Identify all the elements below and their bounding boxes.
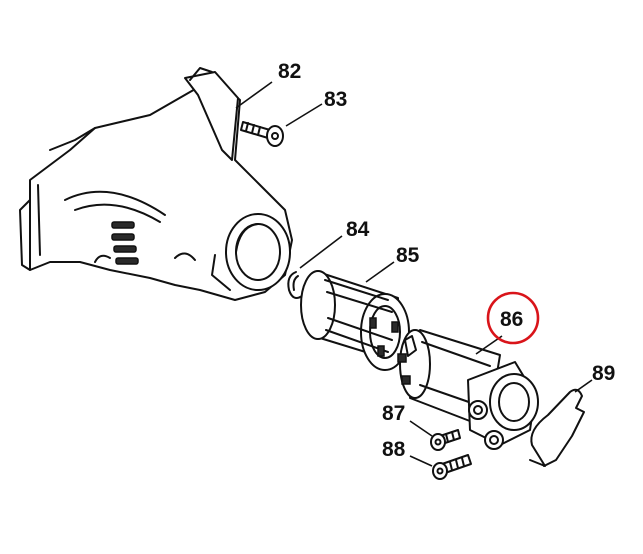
part-87-screw[interactable] [430,429,461,451]
callout-89[interactable]: 89 [592,362,615,385]
callout-82[interactable]: 82 [278,60,301,83]
part-86-tube[interactable] [397,329,539,450]
callout-88[interactable]: 88 [382,438,406,461]
callout-85[interactable]: 85 [396,244,420,267]
part-85-sleeve[interactable] [300,270,410,371]
callout-83[interactable]: 83 [324,88,347,111]
part-83-screw[interactable] [240,121,284,147]
callout-86[interactable]: 86 [500,308,523,331]
part-89-clip[interactable] [529,388,585,467]
leader-lines [235,81,593,467]
part-82-housing[interactable] [19,67,293,301]
callout-84[interactable]: 84 [346,218,370,241]
part-84-ring[interactable] [287,271,303,299]
vent-slots-icon [111,221,139,265]
highlight-circle [486,291,540,345]
callout-87[interactable]: 87 [382,402,405,425]
part-88-screw[interactable] [432,454,472,480]
